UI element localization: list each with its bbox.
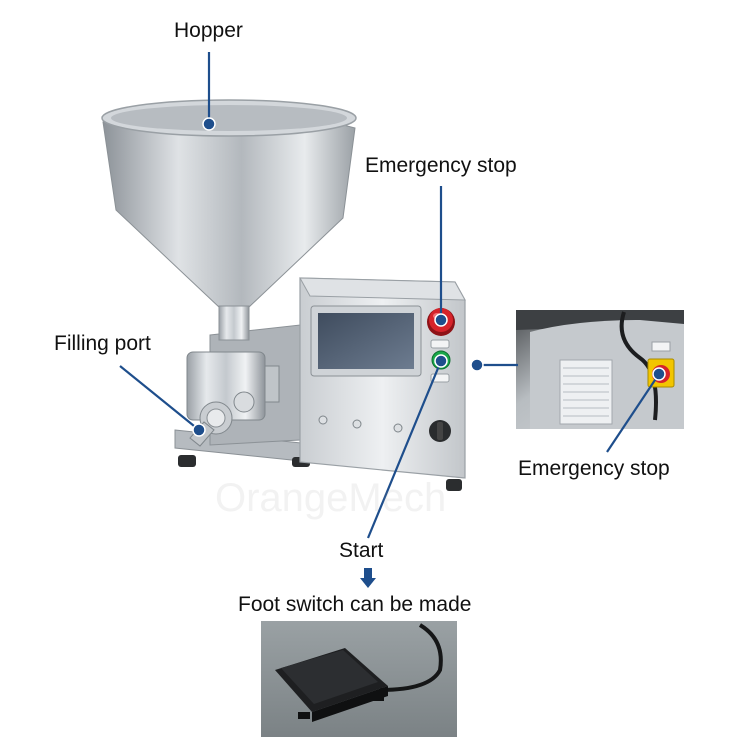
estop-inset-callout-line xyxy=(606,373,660,453)
foot-switch-icon xyxy=(275,648,388,722)
label-emergency-stop-main: Emergency stop xyxy=(365,154,517,177)
label-hopper: Hopper xyxy=(174,19,243,42)
label-foot-switch: Foot switch can be made xyxy=(238,593,472,616)
foot-switch-inset xyxy=(261,621,457,737)
watermark: OrangeMech xyxy=(215,476,447,520)
hopper xyxy=(101,99,357,341)
label-start: Start xyxy=(339,539,384,562)
start-callout-line xyxy=(366,360,443,539)
callout-lines xyxy=(119,52,660,539)
arrow-down-icon xyxy=(360,568,376,588)
callout-dots xyxy=(192,117,666,437)
emergency-stop-side-inset xyxy=(516,310,684,429)
filling-port-assembly xyxy=(186,351,280,447)
filling-port-callout-line xyxy=(119,365,200,431)
machine-body xyxy=(174,277,466,491)
label-emergency-stop-inset: Emergency stop xyxy=(518,457,670,480)
label-filling-port: Filling port xyxy=(54,332,151,355)
